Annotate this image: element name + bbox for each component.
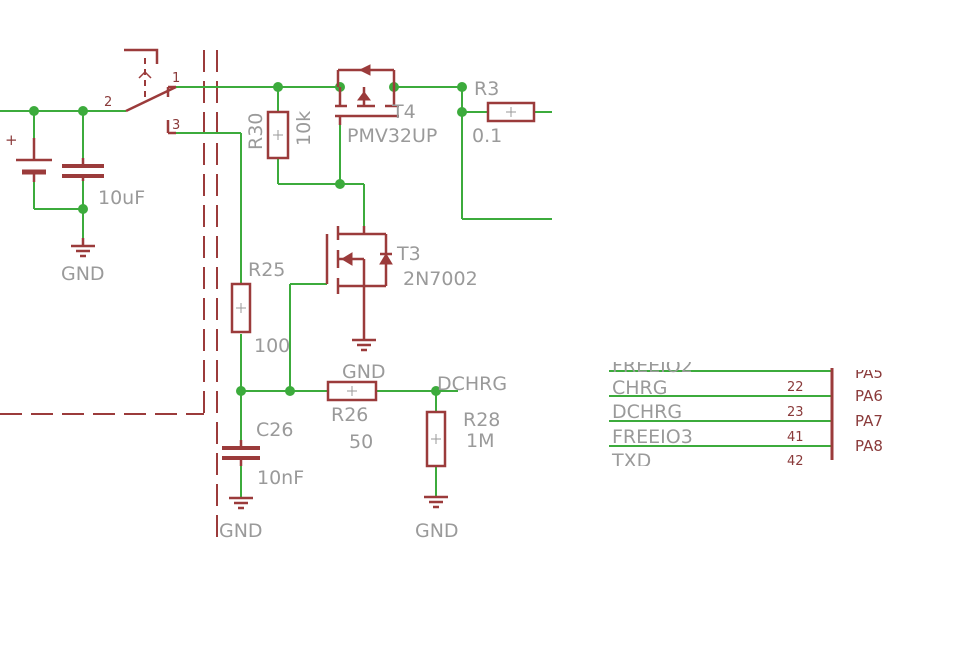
resistor-r26: R26 50 (326, 380, 378, 453)
wires (0, 86, 832, 498)
conn-partial-top-port: PA5 (855, 364, 883, 382)
resistor-r30: R30 10k (245, 110, 315, 160)
connector-block: FREEIO2 PA5 CHRG 22 PA6 DCHRG 23 PA7 FRE… (611, 355, 883, 472)
resistor-r3: R3 0.1 (472, 78, 536, 147)
mosfet-t4: T4 PMV32UP (335, 64, 437, 147)
switch-pin-3: 3 (172, 118, 180, 133)
r25-value: 100 (254, 335, 290, 357)
r28-value: 1M (466, 430, 494, 452)
junctions (29, 82, 467, 396)
resistor-r28: R28 1M (425, 409, 500, 468)
battery-symbol: + (5, 131, 52, 182)
gnd-symbol-2: GND (342, 338, 386, 383)
t3-value: 2N7002 (403, 268, 478, 290)
svg-text:+: + (5, 131, 18, 149)
switch-symbol: 1 2 3 (104, 48, 180, 135)
conn-row-2-port: PA7 (855, 412, 883, 430)
conn-row-3-pin: 41 (787, 430, 804, 445)
r26-value: 50 (349, 431, 373, 453)
t4-value: PMV32UP (347, 125, 437, 147)
conn-partial-bottom-net: TXD (611, 450, 651, 472)
gnd-label-2: GND (342, 361, 386, 383)
conn-row-3-net: FREEIO3 (612, 426, 693, 448)
switch-pin-2: 2 (104, 95, 112, 110)
conn-partial-top-net: FREEIO2 (612, 355, 693, 377)
r30-ref: R30 (245, 113, 267, 150)
conn-partial-bottom-pin: 42 (787, 454, 804, 469)
t4-ref: T4 (391, 101, 416, 123)
gnd-label-4: GND (415, 520, 459, 542)
r28-ref: R28 (463, 409, 500, 431)
gnd-symbol-3: GND (219, 496, 263, 542)
gnd-symbol-1: GND (61, 238, 105, 285)
cap-left-value: 10uF (98, 187, 145, 209)
conn-row-1-net: CHRG (612, 377, 667, 399)
c26-value: 10nF (257, 467, 304, 489)
c26-ref: C26 (256, 419, 293, 441)
gnd-symbol-4: GND (415, 495, 459, 542)
gnd-label-1: GND (61, 263, 105, 285)
r3-ref: R3 (474, 78, 499, 100)
switch-pin-1: 1 (172, 71, 180, 86)
mosfet-t3: T3 2N7002 (325, 226, 478, 340)
net-label-dchrg: DCHRG (437, 373, 507, 395)
r3-value: 0.1 (472, 125, 502, 147)
resistor-r25: R25 100 (230, 259, 290, 357)
capacitor-c26: C26 10nF (222, 419, 304, 489)
r25-ref: R25 (248, 259, 285, 281)
t3-ref: T3 (396, 243, 421, 265)
r30-value: 10k (293, 111, 315, 146)
conn-row-2-pin: 23 (787, 405, 804, 420)
conn-row-1-port: PA6 (855, 387, 883, 405)
conn-row-2-net: DCHRG (612, 401, 682, 423)
conn-row-3-port: PA8 (855, 437, 883, 455)
sheet-frame (0, 50, 218, 540)
conn-row-1-pin: 22 (787, 380, 804, 395)
gnd-label-3: GND (219, 520, 263, 542)
r26-ref: R26 (331, 404, 368, 426)
capacitor-10uf: 10uF (62, 158, 145, 209)
